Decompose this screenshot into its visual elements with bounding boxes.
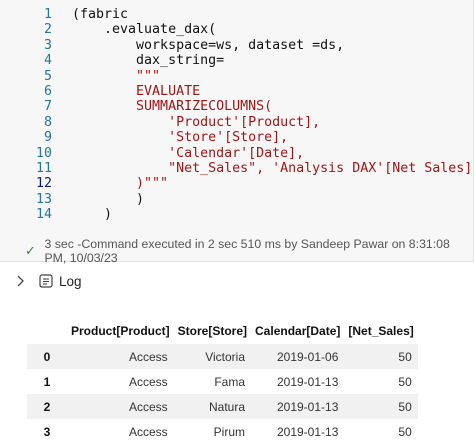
net-sales-cell: 50: [344, 344, 418, 369]
code-line[interactable]: 9 'Store'[Store],: [0, 130, 474, 145]
line-number: 13: [35, 191, 52, 207]
line-number: 8: [43, 114, 52, 130]
check-icon: ✓: [25, 243, 36, 258]
code-line[interactable]: 11 "Net_Sales", 'Analysis DAX'[Net Sales…: [0, 161, 474, 176]
code-text: )""": [72, 176, 169, 192]
line-number: 2: [43, 22, 52, 38]
date-cell: 2019-01-13: [276, 424, 339, 439]
code-line[interactable]: 12 )""": [0, 176, 474, 191]
row-index: 3: [43, 424, 51, 439]
net-sales-cell: 50: [398, 374, 412, 389]
code-text: 'Store'[Store],: [72, 130, 289, 146]
line-number: 5: [43, 68, 52, 84]
row-index: 2: [27, 394, 67, 419]
table-row: 3 Access Pirum 2019-01-13 50: [27, 419, 418, 444]
code-text: (fabric: [72, 7, 129, 22]
code-text: workspace=ws, dataset =ds,: [72, 37, 345, 53]
date-cell: 2019-01-06: [251, 344, 345, 369]
net-sales-cell: 50: [398, 424, 412, 439]
row-index: 1: [43, 374, 51, 389]
table-header-row: Product[Product] Store[Store] Calendar[D…: [27, 318, 418, 344]
line-number: 3: [43, 37, 52, 53]
code-line[interactable]: 13 ): [0, 192, 474, 207]
code-line[interactable]: 14 ): [0, 207, 474, 222]
line-number: 1: [43, 7, 52, 22]
product-cell: Access: [128, 424, 168, 439]
code-text: .evaluate_dax(: [72, 22, 217, 38]
log-toggle[interactable]: Log: [0, 270, 200, 292]
code-line[interactable]: 6 EVALUATE: [0, 84, 474, 99]
code-line[interactable]: 3 workspace=ws, dataset =ds,: [0, 38, 474, 53]
store-cell: Natura: [173, 394, 252, 419]
line-number: 12: [35, 176, 52, 192]
store-cell: Victoria: [173, 344, 252, 369]
code-line[interactable]: 2 .evaluate_dax(: [0, 22, 474, 37]
line-number: 6: [43, 83, 52, 99]
line-number: 11: [35, 160, 52, 176]
log-icon: [39, 274, 53, 288]
net-sales-header: [Net_Sales]: [348, 324, 414, 338]
product-cell: Access: [67, 394, 174, 419]
code-line[interactable]: 1 (fabric: [0, 7, 474, 22]
line-number: 4: [43, 53, 52, 69]
code-line[interactable]: 4 dax_string=: [0, 53, 474, 68]
date-header: Calendar[Date]: [255, 324, 341, 338]
code-text: EVALUATE: [72, 83, 201, 99]
code-text: SUMMARIZECOLUMNS(: [72, 99, 273, 115]
product-header: Product[Product]: [71, 324, 170, 338]
line-number: 10: [35, 145, 52, 161]
line-number: 14: [35, 207, 52, 223]
execution-status-text: 3 sec -Command executed in 2 sec 510 ms …: [44, 237, 450, 265]
store-header: Store[Store]: [177, 324, 248, 338]
code-text: ): [72, 191, 145, 207]
product-cell: Access: [128, 374, 168, 389]
code-line[interactable]: 5 """: [0, 69, 474, 84]
date-cell: 2019-01-13: [251, 394, 345, 419]
chevron-right-icon[interactable]: [15, 275, 25, 287]
log-label[interactable]: Log: [59, 273, 82, 289]
code-text: 'Product'[Product],: [72, 114, 321, 130]
output-table: Product[Product] Store[Store] Calendar[D…: [27, 318, 418, 444]
code-text: "Net_Sales", 'Analysis DAX'[Net Sales]: [72, 160, 473, 176]
product-cell: Access: [67, 344, 174, 369]
execution-status: ✓ 3 sec -Command executed in 2 sec 510 m…: [0, 237, 474, 265]
code-line[interactable]: 7 SUMMARIZECOLUMNS(: [0, 99, 474, 114]
date-cell: 2019-01-13: [276, 374, 339, 389]
line-number: 9: [43, 130, 52, 146]
row-index: 0: [27, 344, 67, 369]
code-text: """: [72, 68, 161, 84]
store-cell: Fama: [214, 374, 246, 389]
code-line[interactable]: 8 'Product'[Product],: [0, 115, 474, 130]
index-header: [27, 318, 67, 344]
code-line[interactable]: 10 'Calendar'[Date],: [0, 146, 474, 161]
store-cell: Pirum: [213, 424, 246, 439]
line-number: 7: [43, 99, 52, 115]
code-text: dax_string=: [72, 53, 225, 69]
net-sales-cell: 50: [344, 394, 418, 419]
code-text: 'Calendar'[Date],: [72, 145, 305, 161]
code-text: ): [72, 207, 113, 223]
table-row: 1 Access Fama 2019-01-13 50: [27, 369, 418, 394]
